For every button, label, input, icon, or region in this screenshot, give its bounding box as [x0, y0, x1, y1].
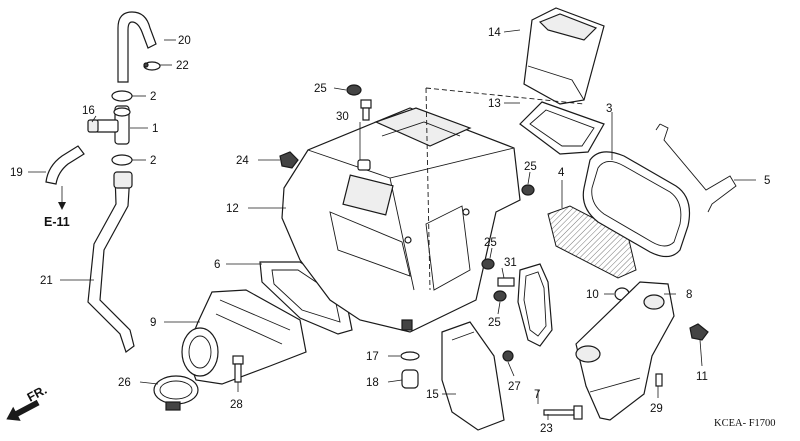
- callout-6: 6: [214, 259, 220, 271]
- callout-25-right: 25: [524, 161, 537, 173]
- diagram-code: KCEA- F1700: [714, 418, 776, 429]
- callout-16: 16: [82, 105, 95, 117]
- clip-2-lower: [111, 154, 133, 166]
- filter-element-4: [547, 205, 637, 279]
- bolt-23: [543, 405, 583, 420]
- front-direction-arrow-icon: [6, 399, 40, 421]
- side-cover-8: [575, 281, 675, 421]
- screw-31: [497, 277, 515, 287]
- duct-cover-14: [523, 7, 605, 105]
- callout-4: 4: [558, 167, 565, 179]
- callout-25-mid: 25: [484, 237, 497, 249]
- callout-9: 9: [150, 317, 156, 329]
- collar-29: [655, 373, 663, 387]
- bolt-24: [279, 151, 299, 169]
- tube-band-26: [153, 375, 199, 411]
- callout-14: 14: [488, 27, 501, 39]
- callout-5: 5: [764, 175, 770, 187]
- grommet-25-top: [346, 84, 362, 96]
- reference-e11: E-11: [44, 215, 70, 229]
- callout-7: 7: [534, 389, 540, 401]
- callout-19: 19: [10, 167, 23, 179]
- callout-1: 1: [152, 123, 158, 135]
- callout-12: 12: [226, 203, 239, 215]
- air-intake-funnel-9: [181, 289, 307, 385]
- breather-upper-tube: [117, 11, 157, 83]
- callout-13: 13: [488, 98, 501, 110]
- collar-27: [502, 350, 514, 362]
- callout-29: 29: [650, 403, 663, 415]
- bolt-30: [360, 99, 372, 121]
- callout-8: 8: [686, 289, 692, 301]
- hose-clamp-22: [143, 61, 161, 71]
- grommet-25-mid: [481, 258, 495, 270]
- filter-frame-3: [582, 151, 691, 258]
- breather-drain-tube-21: [87, 171, 135, 353]
- callout-24: 24: [236, 155, 249, 167]
- callout-23: 23: [540, 423, 553, 435]
- front-label: FR.: [25, 383, 49, 405]
- bolt-11: [689, 323, 709, 341]
- breather-cap-16: [87, 119, 99, 133]
- side-cover-15: [441, 321, 505, 431]
- breather-joint: [95, 105, 131, 145]
- callout-18: 18: [366, 377, 379, 389]
- clip-17: [400, 351, 420, 361]
- callout-25-low: 25: [488, 317, 501, 329]
- breather-hose-19: [45, 145, 85, 185]
- callout-22: 22: [176, 60, 189, 72]
- callout-28: 28: [230, 399, 243, 411]
- callout-3: 3: [606, 103, 612, 115]
- air-cleaner-case-12: [281, 107, 521, 333]
- callout-2-lower: 2: [150, 155, 156, 167]
- filter-holder-13: [519, 101, 605, 155]
- callout-30: 30: [336, 111, 349, 123]
- callout-20: 20: [178, 35, 191, 47]
- grommet-25-right: [521, 184, 535, 196]
- callout-10: 10: [586, 289, 599, 301]
- callout-25-top: 25: [314, 83, 327, 95]
- callout-11: 11: [696, 371, 708, 383]
- drain-plug-18: [401, 369, 419, 389]
- clip-2-upper: [111, 90, 133, 102]
- bolt-28: [232, 355, 244, 383]
- seal-7: [517, 263, 553, 347]
- callout-2-upper: 2: [150, 91, 156, 103]
- callout-17: 17: [366, 351, 379, 363]
- callout-26: 26: [118, 377, 131, 389]
- holder-bracket-5: [655, 123, 737, 213]
- callout-15: 15: [426, 389, 439, 401]
- arrow-down-icon: [58, 202, 66, 210]
- callout-27: 27: [508, 381, 521, 393]
- grommet-25-low: [493, 290, 507, 302]
- callout-31: 31: [504, 257, 517, 269]
- callout-21: 21: [40, 275, 53, 287]
- leader-lines: [28, 29, 756, 420]
